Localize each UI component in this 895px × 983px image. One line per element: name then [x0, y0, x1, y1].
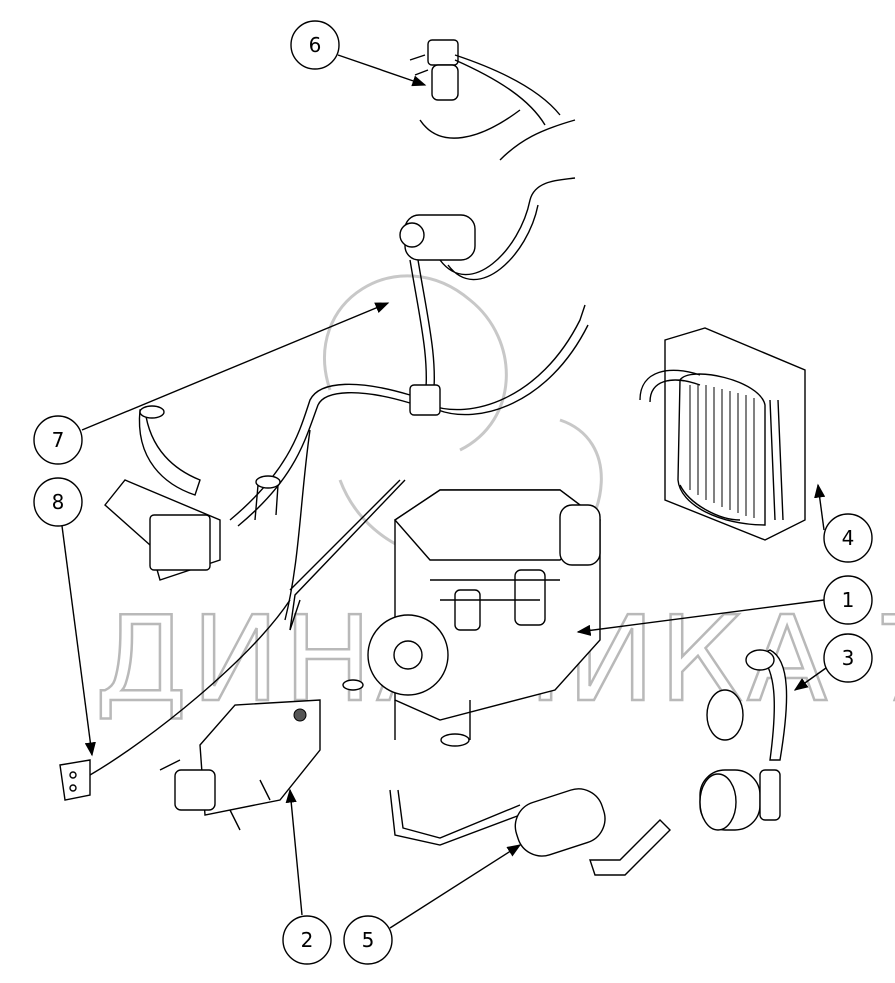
bracket [59, 599, 291, 801]
svg-text:3: 3 [842, 646, 855, 670]
svg-text:1: 1 [842, 588, 855, 612]
hydraulic-pump [159, 699, 321, 831]
svg-text:2: 2 [301, 928, 314, 952]
svg-text:8: 8 [52, 490, 65, 514]
callout-5: 5 [343, 915, 393, 965]
callout-7: 7 [33, 415, 83, 465]
svg-text:4: 4 [842, 526, 855, 550]
callout-8: 8 [33, 477, 83, 527]
engine [289, 479, 602, 747]
svg-text:5: 5 [362, 928, 375, 952]
callout-3: 3 [823, 633, 873, 683]
callout-1: 1 [823, 575, 873, 625]
muffler [389, 788, 671, 876]
callout-6: 6 [290, 20, 340, 70]
fuel-filter-assembly [409, 39, 576, 161]
svg-text:7: 7 [52, 428, 65, 452]
air-filter [699, 649, 788, 831]
callout-2: 2 [282, 915, 332, 965]
leader-lines [61, 54, 827, 929]
svg-text:6: 6 [309, 33, 322, 57]
callout-4: 4 [823, 513, 873, 563]
heater-assembly [104, 177, 589, 631]
radiator [639, 327, 806, 541]
